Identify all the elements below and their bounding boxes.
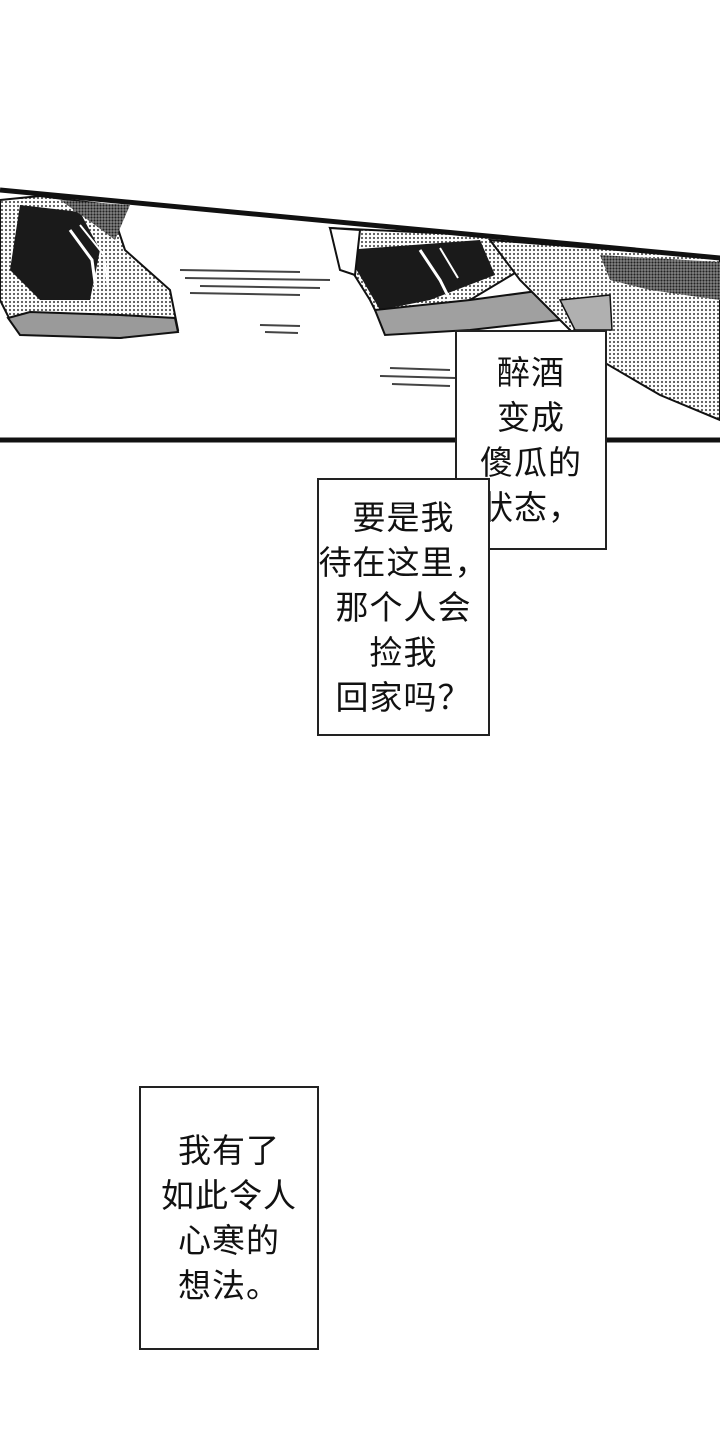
left-shoe	[0, 194, 180, 340]
caption-box-2: 要是我 待在这里， 那个人会 捡我 回家吗？	[317, 478, 490, 736]
caption-line: 我有了	[178, 1131, 280, 1170]
caption-line: 傻瓜的	[480, 443, 582, 482]
ground-streaks	[179, 269, 456, 387]
right-shoe	[328, 226, 562, 337]
manga-panel-illustration	[0, 187, 720, 443]
caption-line: 醉酒	[497, 353, 565, 392]
caption-line: 如此令人	[161, 1176, 297, 1215]
caption-line: 心寒的	[178, 1221, 280, 1260]
caption-line: 那个人会	[335, 587, 472, 627]
caption-line: 状态，	[480, 488, 582, 527]
caption-line: 回家吗？	[335, 677, 472, 717]
caption-line: 捡我	[369, 632, 438, 672]
caption-line: 待在这里，	[318, 542, 489, 582]
caption-box-3: 我有了 如此令人 心寒的 想法。	[139, 1086, 319, 1350]
caption-line: 想法。	[178, 1266, 280, 1305]
caption-line: 要是我	[352, 497, 455, 537]
caption-line: 变成	[497, 398, 565, 437]
panel-top-border	[0, 187, 720, 261]
